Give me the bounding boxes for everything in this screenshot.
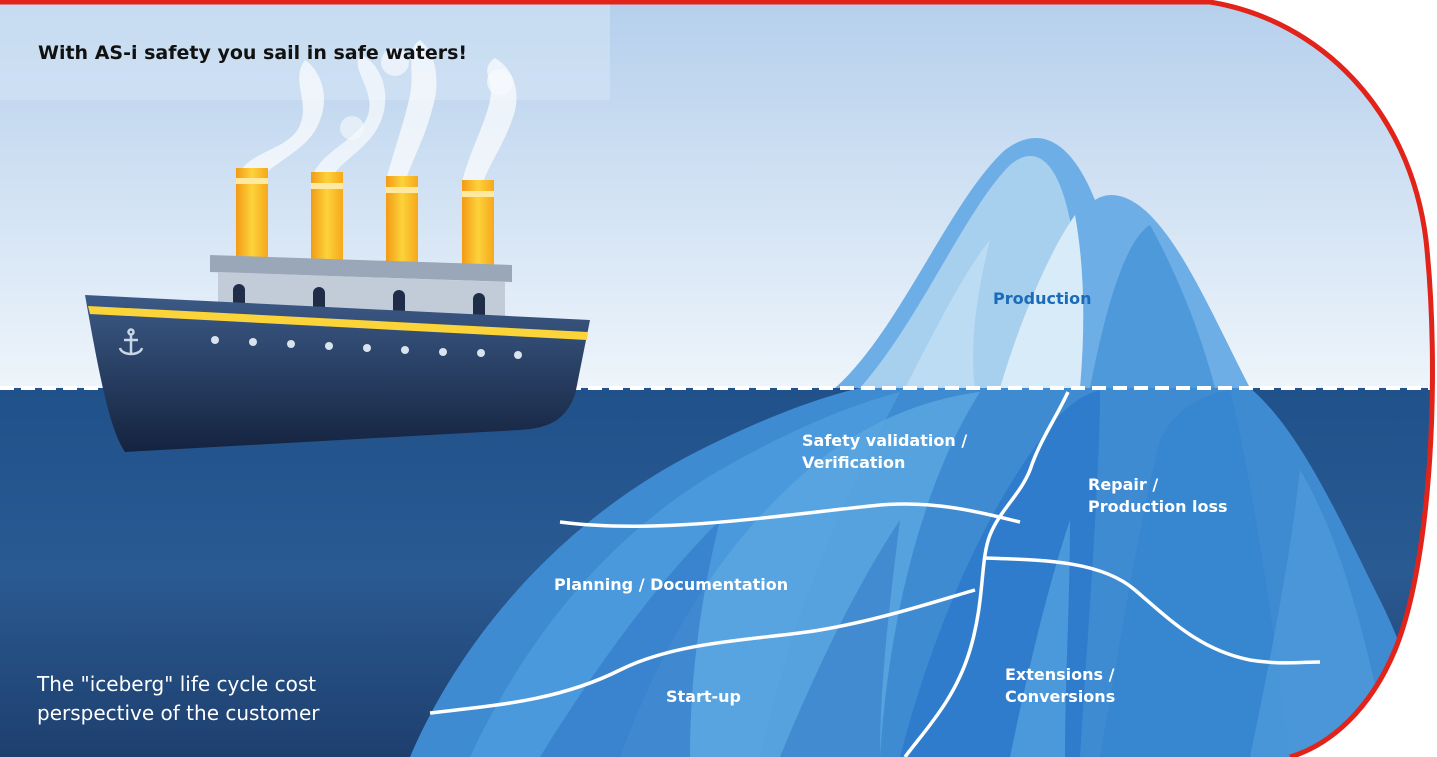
label-start-up: Start-up	[666, 687, 741, 706]
label-planning: Planning / Documentation	[554, 575, 789, 594]
ship-icon	[85, 168, 590, 452]
label-safety-validation: Safety validation / Verification	[802, 430, 967, 474]
label-extensions-line1: Extensions /	[1005, 665, 1115, 684]
label-production: Production	[993, 289, 1092, 308]
iceberg-tip	[835, 138, 1250, 388]
label-repair-line2: Production loss	[1088, 497, 1228, 516]
label-safety-validation-line2: Verification	[802, 453, 906, 472]
smoke-icon	[238, 40, 517, 185]
iceberg-body	[410, 388, 1433, 757]
label-extensions-line2: Conversions	[1005, 687, 1116, 706]
label-repair: Repair / Production loss	[1088, 474, 1228, 518]
caption-line2: perspective of the customer	[37, 701, 320, 725]
headline: With AS-i safety you sail in safe waters…	[38, 42, 468, 64]
label-extensions: Extensions / Conversions	[1005, 664, 1115, 708]
iceberg-division-lines	[429, 391, 1321, 757]
label-repair-line1: Repair /	[1088, 475, 1159, 494]
anchor-icon	[118, 328, 144, 356]
caption-line1: The "iceberg" life cycle cost	[37, 672, 317, 696]
caption: The "iceberg" life cycle cost perspectiv…	[37, 670, 320, 728]
label-safety-validation-line1: Safety validation /	[802, 431, 968, 450]
